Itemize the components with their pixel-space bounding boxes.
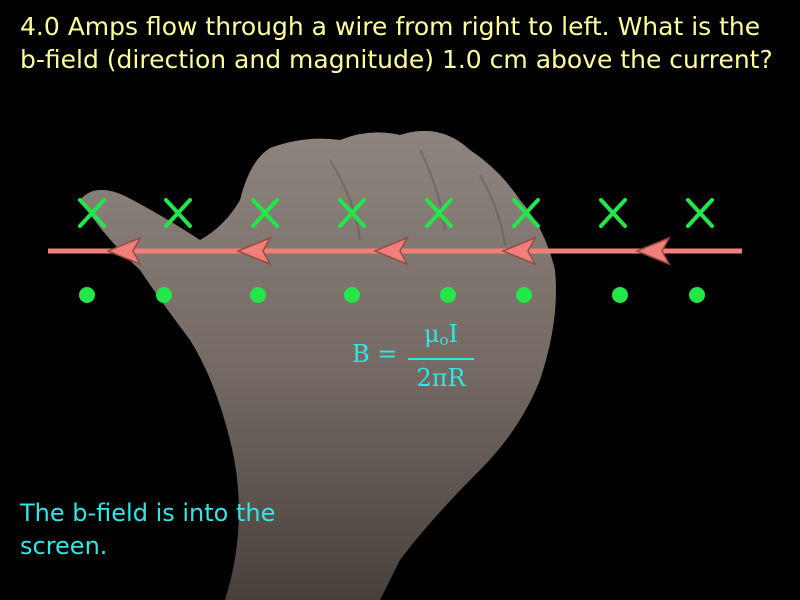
dot-mark-icon [516,287,532,303]
x-mark-icon [512,198,540,228]
x-mark-icon [164,198,192,228]
current-arrow [373,236,409,266]
formula-fraction-bar [408,358,474,360]
dot-mark-icon [440,287,456,303]
current-arrow [635,236,671,266]
x-mark-icon [599,198,627,228]
dot-mark-icon [612,287,628,303]
dot-mark-icon [79,287,95,303]
x-mark-icon [78,198,106,228]
dot-mark-icon [156,287,172,303]
field-into-screen-marks [78,198,714,228]
x-mark-icon [338,198,366,228]
formula-mu-subscript: o [439,331,449,349]
current-arrow [236,236,272,266]
biot-savart-formula: B = μoI 2πR [352,318,482,392]
dot-mark-icon [250,287,266,303]
x-mark-icon [425,198,453,228]
question-text: 4.0 Amps flow through a wire from right … [20,12,773,74]
current-arrow [106,236,142,266]
x-mark-icon [251,198,279,228]
formula-fraction: μoI 2πR [408,318,474,394]
x-mark-icon [686,198,714,228]
answer-text: The b-field is into the screen. [20,499,276,560]
right-hand-rule-hand-icon [80,130,556,600]
dot-mark-icon [344,287,360,303]
field-out-of-screen-marks [79,287,705,303]
current-arrows [106,236,671,266]
formula-numerator: μoI [408,318,474,356]
current-arrow [501,236,537,266]
formula-lhs: B = [352,340,398,368]
dot-mark-icon [689,287,705,303]
formula-mu: μ [423,320,440,348]
formula-denominator: 2πR [416,364,466,392]
formula-current: I [448,320,459,348]
